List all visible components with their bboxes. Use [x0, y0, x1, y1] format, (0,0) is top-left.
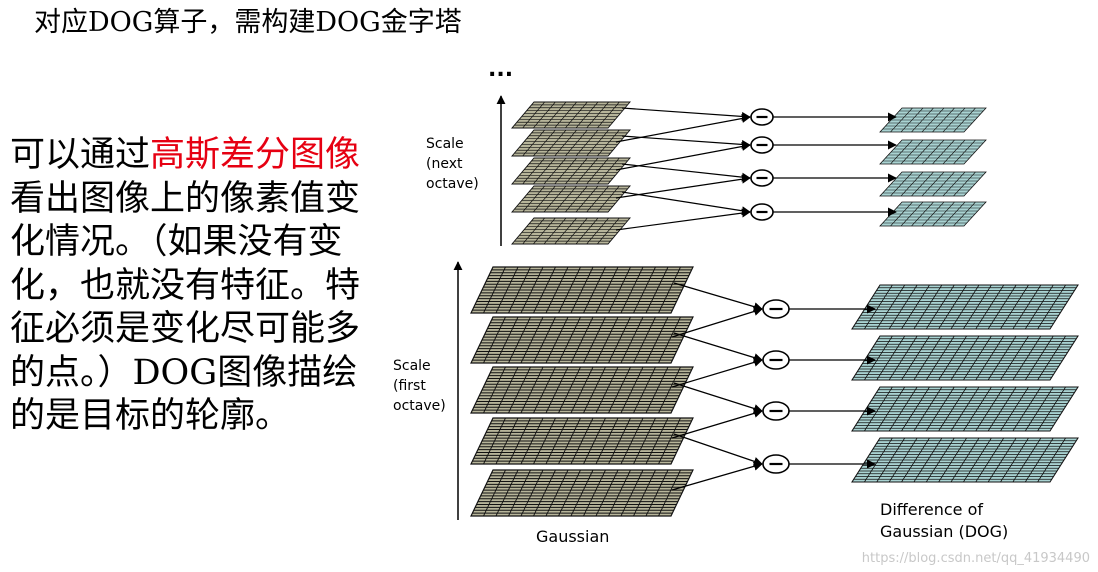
- arrow-next-b-4: [615, 208, 751, 231]
- scale-next-line-3: octave): [426, 176, 479, 192]
- text-part-1: 可以通过: [10, 135, 151, 175]
- scale-next-line-2: (next: [426, 156, 463, 172]
- dog-layer-first-4: [851, 437, 1079, 483]
- scale-next-line-1: Scale: [426, 136, 464, 152]
- dog-stack-first-octave: [851, 284, 1079, 483]
- gaussian-layer-next-2: [511, 129, 631, 157]
- dog-label-line-2: Gaussian (DOG): [880, 522, 1008, 541]
- subtraction-connectors: [615, 107, 897, 491]
- gaussian-layer-first-1: [470, 266, 694, 314]
- dog-layer-first-1: [851, 284, 1079, 330]
- scale-label-first-octave: Scale (first octave): [393, 358, 446, 414]
- minus-op-first-3: [762, 401, 790, 421]
- arrow-first-b-2: [671, 358, 763, 388]
- gaussian-layer-first-4: [470, 417, 694, 465]
- minus-op-next-1: [750, 108, 774, 126]
- gaussian-stack-next-octave: [511, 101, 631, 245]
- arrow-first-b-4: [671, 461, 763, 491]
- page-heading: 对应DOG算子，需构建DOG金字塔: [34, 7, 462, 38]
- dog-stack-next-octave: [879, 107, 987, 227]
- dog-layer-next-4: [879, 201, 987, 227]
- dog-layer-next-3: [879, 171, 987, 197]
- minus-op-first-1: [762, 299, 790, 319]
- arrow-next-a-1: [621, 107, 751, 121]
- gaussian-layer-next-3: [511, 157, 631, 185]
- explanation-text: 可以通过高斯差分图像看出图像上的像素值变化情况。（如果没有变化，也就没有特征。特…: [10, 134, 378, 439]
- scale-first-line-1: Scale: [393, 358, 431, 374]
- dog-layer-first-2: [851, 335, 1079, 381]
- ellipsis: ...: [488, 57, 513, 82]
- dog-label: Difference of Gaussian (DOG): [880, 500, 1008, 541]
- minus-op-next-4: [750, 203, 774, 221]
- arrow-next-a-4: [621, 191, 751, 216]
- dog-layer-next-2: [879, 139, 987, 165]
- dog-layer-first-3: [851, 386, 1079, 432]
- watermark: https://blog.csdn.net/qq_41934490: [861, 551, 1090, 566]
- scale-label-next-octave: Scale (next octave): [426, 136, 479, 192]
- text-part-2: 看出图像上的像素值变化情况。（如果没有变化，也就没有特征。特征必须是变化尽可能多…: [10, 178, 361, 437]
- scale-first-line-3: octave): [393, 398, 446, 414]
- gaussian-layer-next-5: [511, 217, 631, 245]
- gaussian-layer-next-1: [511, 101, 631, 129]
- minus-op-next-3: [750, 169, 774, 187]
- arrow-next-b-2: [615, 142, 751, 171]
- arrow-first-b-3: [671, 409, 763, 439]
- minus-op-first-2: [762, 350, 790, 370]
- gaussian-layer-next-4: [511, 185, 631, 213]
- scale-first-line-2: (first: [393, 378, 426, 394]
- dog-layer-next-1: [879, 107, 987, 133]
- minus-op-first-4: [762, 454, 790, 474]
- dog-label-line-1: Difference of: [880, 500, 983, 519]
- arrow-first-a-1: [673, 282, 763, 312]
- gaussian-stack-first-octave: [470, 266, 694, 517]
- arrow-next-b-1: [615, 114, 751, 143]
- gaussian-label: Gaussian: [536, 527, 609, 546]
- gaussian-layer-first-2: [470, 316, 694, 364]
- arrow-first-a-4: [673, 433, 763, 466]
- arrow-next-a-2: [621, 135, 751, 149]
- arrow-next-a-3: [621, 163, 751, 182]
- arrow-first-b-1: [671, 307, 763, 338]
- highlighted-term: 高斯差分图像: [150, 135, 361, 175]
- arrow-first-a-2: [673, 332, 763, 362]
- arrow-next-b-3: [615, 174, 751, 199]
- gaussian-layer-first-5: [470, 469, 694, 517]
- arrow-first-a-3: [673, 382, 763, 413]
- gaussian-layer-first-3: [470, 366, 694, 414]
- minus-op-next-2: [750, 136, 774, 154]
